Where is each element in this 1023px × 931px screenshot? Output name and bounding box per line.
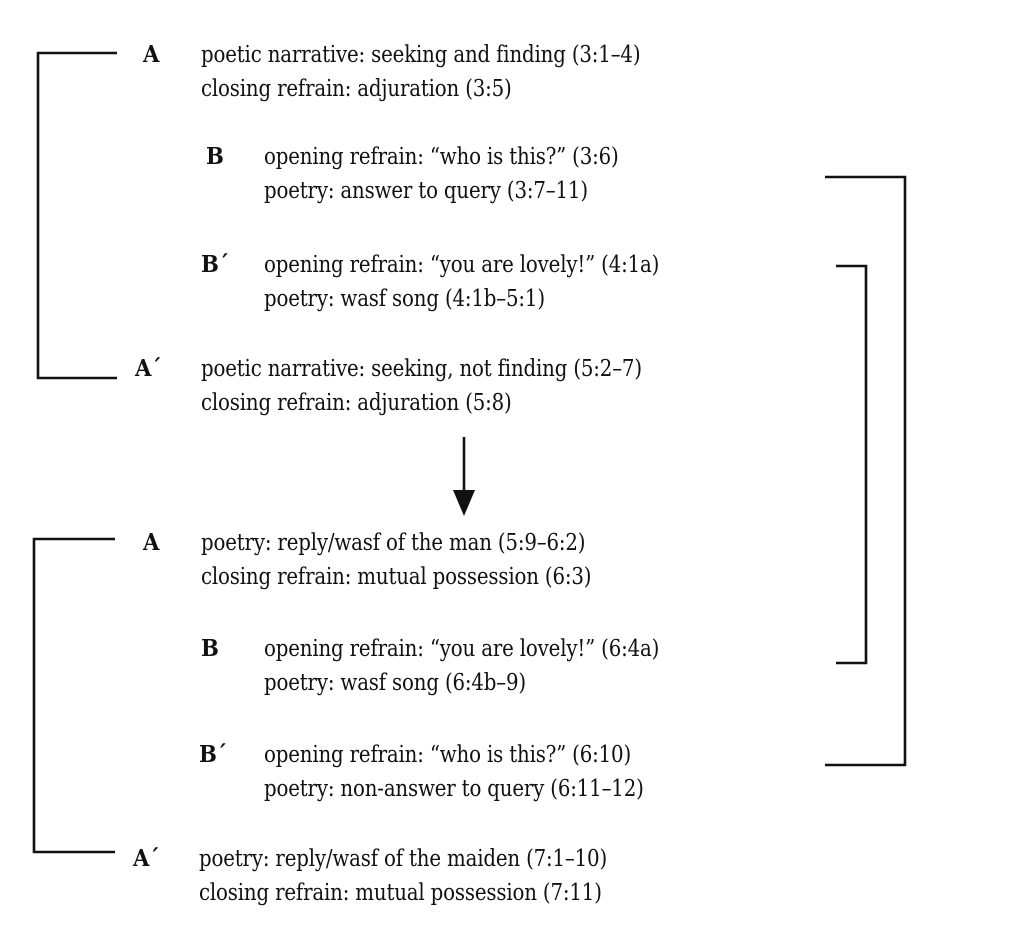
- outer-right-bracket: [825, 175, 907, 767]
- upper-A-prime-line-1: poetic narrative: seeking, not finding (…: [201, 356, 642, 382]
- upper-B-prime-text: opening refrain: “you are lovely!” (4:1a…: [264, 248, 659, 316]
- lower-B-prime-text: opening refrain: “who is this?” (6:10) p…: [264, 738, 644, 806]
- upper-A-text: poetic narrative: seeking and finding (3…: [201, 38, 641, 106]
- lower-B-prime-label: B´: [199, 741, 227, 768]
- lower-A-prime-label: A´: [133, 845, 160, 872]
- upper-A-line-1: poetic narrative: seeking and finding (3…: [201, 42, 641, 68]
- lower-A-label: A: [143, 529, 160, 556]
- upper-A-prime-label: A´: [135, 355, 162, 382]
- lower-B-label: B: [201, 635, 219, 662]
- lower-B-text: opening refrain: “you are lovely!” (6:4a…: [264, 632, 659, 700]
- upper-A-label: A: [143, 41, 160, 68]
- upper-B-line-1: opening refrain: “who is this?” (3:6): [264, 144, 619, 170]
- down-arrow-icon: [453, 437, 475, 516]
- lower-A-prime-line-2: closing refrain: mutual possession (7:11…: [199, 880, 602, 906]
- upper-B-prime-label: B´: [201, 251, 229, 278]
- lower-B-prime-line-2: poetry: non-answer to query (6:11–12): [264, 776, 644, 802]
- upper-A-bracket: [36, 51, 117, 380]
- upper-A-line-2: closing refrain: adjuration (3:5): [201, 76, 512, 102]
- upper-A-prime-line-2: closing refrain: adjuration (5:8): [201, 390, 512, 416]
- lower-A-line-2: closing refrain: mutual possession (6:3): [201, 564, 592, 590]
- lower-A-text: poetry: reply/wasf of the man (5:9–6:2) …: [201, 526, 592, 594]
- upper-B-label: B: [206, 143, 224, 170]
- lower-A-bracket: [32, 537, 115, 854]
- lower-B-line-2: poetry: wasf song (6:4b–9): [264, 670, 526, 696]
- upper-A-prime-text: poetic narrative: seeking, not finding (…: [201, 352, 642, 420]
- lower-A-line-1: poetry: reply/wasf of the man (5:9–6:2): [201, 530, 586, 556]
- lower-A-prime-text: poetry: reply/wasf of the maiden (7:1–10…: [199, 842, 607, 910]
- lower-B-prime-line-1: opening refrain: “who is this?” (6:10): [264, 742, 632, 768]
- lower-B-line-1: opening refrain: “you are lovely!” (6:4a…: [264, 636, 660, 662]
- lower-A-prime-line-1: poetry: reply/wasf of the maiden (7:1–10…: [199, 846, 608, 872]
- upper-B-line-2: poetry: answer to query (3:7–11): [264, 178, 588, 204]
- inner-right-bracket: [836, 264, 868, 665]
- upper-B-prime-line-1: opening refrain: “you are lovely!” (4:1a…: [264, 252, 660, 278]
- upper-B-text: opening refrain: “who is this?” (3:6) po…: [264, 140, 619, 208]
- upper-B-prime-line-2: poetry: wasf song (4:1b–5:1): [264, 286, 545, 312]
